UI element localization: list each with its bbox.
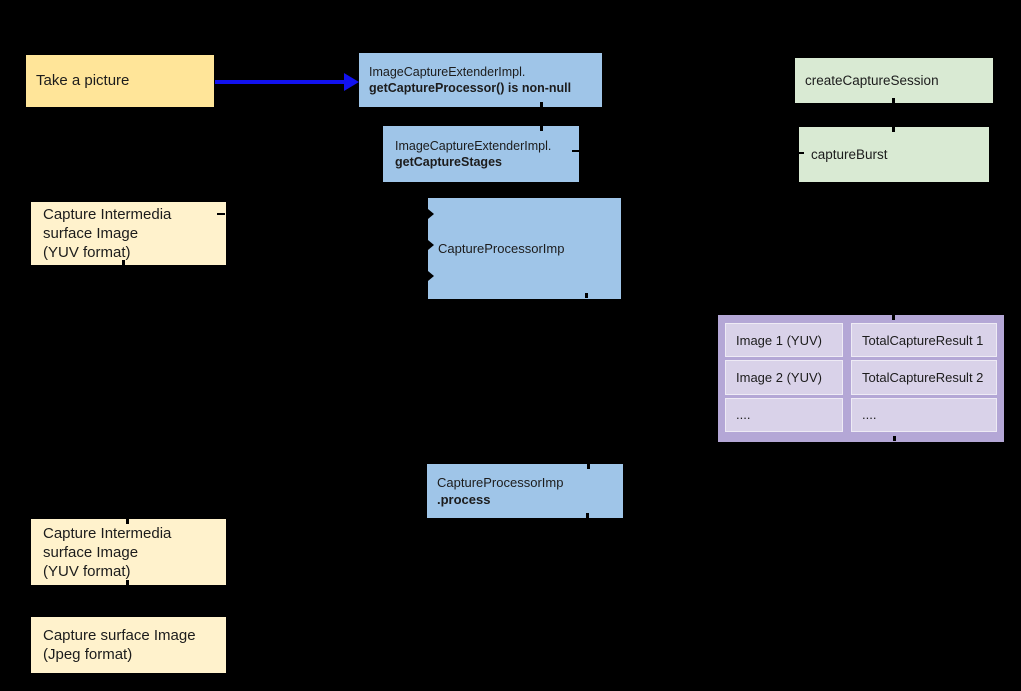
node-get-capture-stages-line1: ImageCaptureExtenderImpl. (395, 138, 552, 153)
node-capture-intermedia-surface-bottom: Capture Intermedia surface Image (YUV fo… (31, 519, 226, 585)
arrow-remnant (572, 150, 579, 152)
node-take-a-picture: Take a picture (26, 55, 214, 107)
arrow-remnant (428, 271, 434, 281)
node-capture-burst-label: captureBurst (811, 146, 888, 162)
node-capture-intermedia-surface-top: Capture Intermedia surface Image (YUV fo… (31, 202, 226, 265)
arrow-remnant (799, 152, 804, 154)
arrow-remnant (540, 102, 543, 107)
arrow-remnant (587, 464, 590, 469)
arrow-remnant (893, 436, 896, 441)
arrow-remnant (892, 98, 895, 103)
arrow-remnant (540, 126, 543, 131)
node-get-capture-processor: ImageCaptureExtenderImpl. getCaptureProc… (359, 53, 602, 107)
blue-arrow-head-icon (344, 73, 359, 91)
node-get-capture-processor-line1: ImageCaptureExtenderImpl. (369, 64, 526, 79)
node-capture-processor-imp: CaptureProcessorImp (428, 198, 621, 299)
node-capture-intermedia-surface-bottom-label: Capture Intermedia surface Image (YUV fo… (43, 524, 172, 580)
node-capture-processor-process: CaptureProcessorImp .process (427, 464, 623, 518)
node-capture-intermedia-surface-top-label: Capture Intermedia surface Image (YUV fo… (43, 206, 172, 261)
arrow-remnant (126, 580, 129, 585)
arrow-remnant (126, 519, 129, 524)
node-take-a-picture-label: Take a picture (36, 72, 130, 90)
capture-result-cell: TotalCaptureResult 1 (851, 323, 997, 358)
capture-result-cell: .... (725, 397, 843, 432)
node-capture-surface-jpeg: Capture surface Image (Jpeg format) (31, 617, 226, 673)
capture-result-cell: Image 2 (YUV) (725, 360, 843, 395)
node-create-capture-session-label: createCaptureSession (805, 72, 939, 88)
arrow-remnant (428, 209, 434, 219)
arrow-remnant (217, 213, 225, 215)
arrow-remnant (892, 127, 895, 132)
capture-result-cell: .... (851, 397, 997, 432)
node-capture-processor-imp-label: CaptureProcessorImp (438, 240, 565, 256)
node-capture-processor-process-line2: .process (437, 492, 491, 507)
arrow-remnant (892, 315, 895, 320)
arrow-remnant (586, 513, 589, 518)
node-get-capture-stages-line2: getCaptureStages (395, 155, 502, 169)
node-capture-burst: captureBurst (799, 127, 989, 182)
capture-result-cell: Image 1 (YUV) (725, 323, 843, 358)
arrow-remnant (585, 293, 588, 298)
node-get-capture-processor-line2: getCaptureProcessor() is non-null (369, 81, 572, 95)
capture-result-cell: TotalCaptureResult 2 (851, 360, 997, 395)
arrow-remnant (428, 240, 434, 250)
node-get-capture-stages: ImageCaptureExtenderImpl. getCaptureStag… (383, 126, 579, 182)
node-create-capture-session: createCaptureSession (795, 58, 993, 103)
node-capture-surface-jpeg-label: Capture surface Image (Jpeg format) (43, 627, 196, 663)
arrow-remnant (122, 260, 125, 265)
blue-arrow-line (215, 80, 345, 84)
node-capture-processor-process-line1: CaptureProcessorImp (437, 474, 564, 490)
